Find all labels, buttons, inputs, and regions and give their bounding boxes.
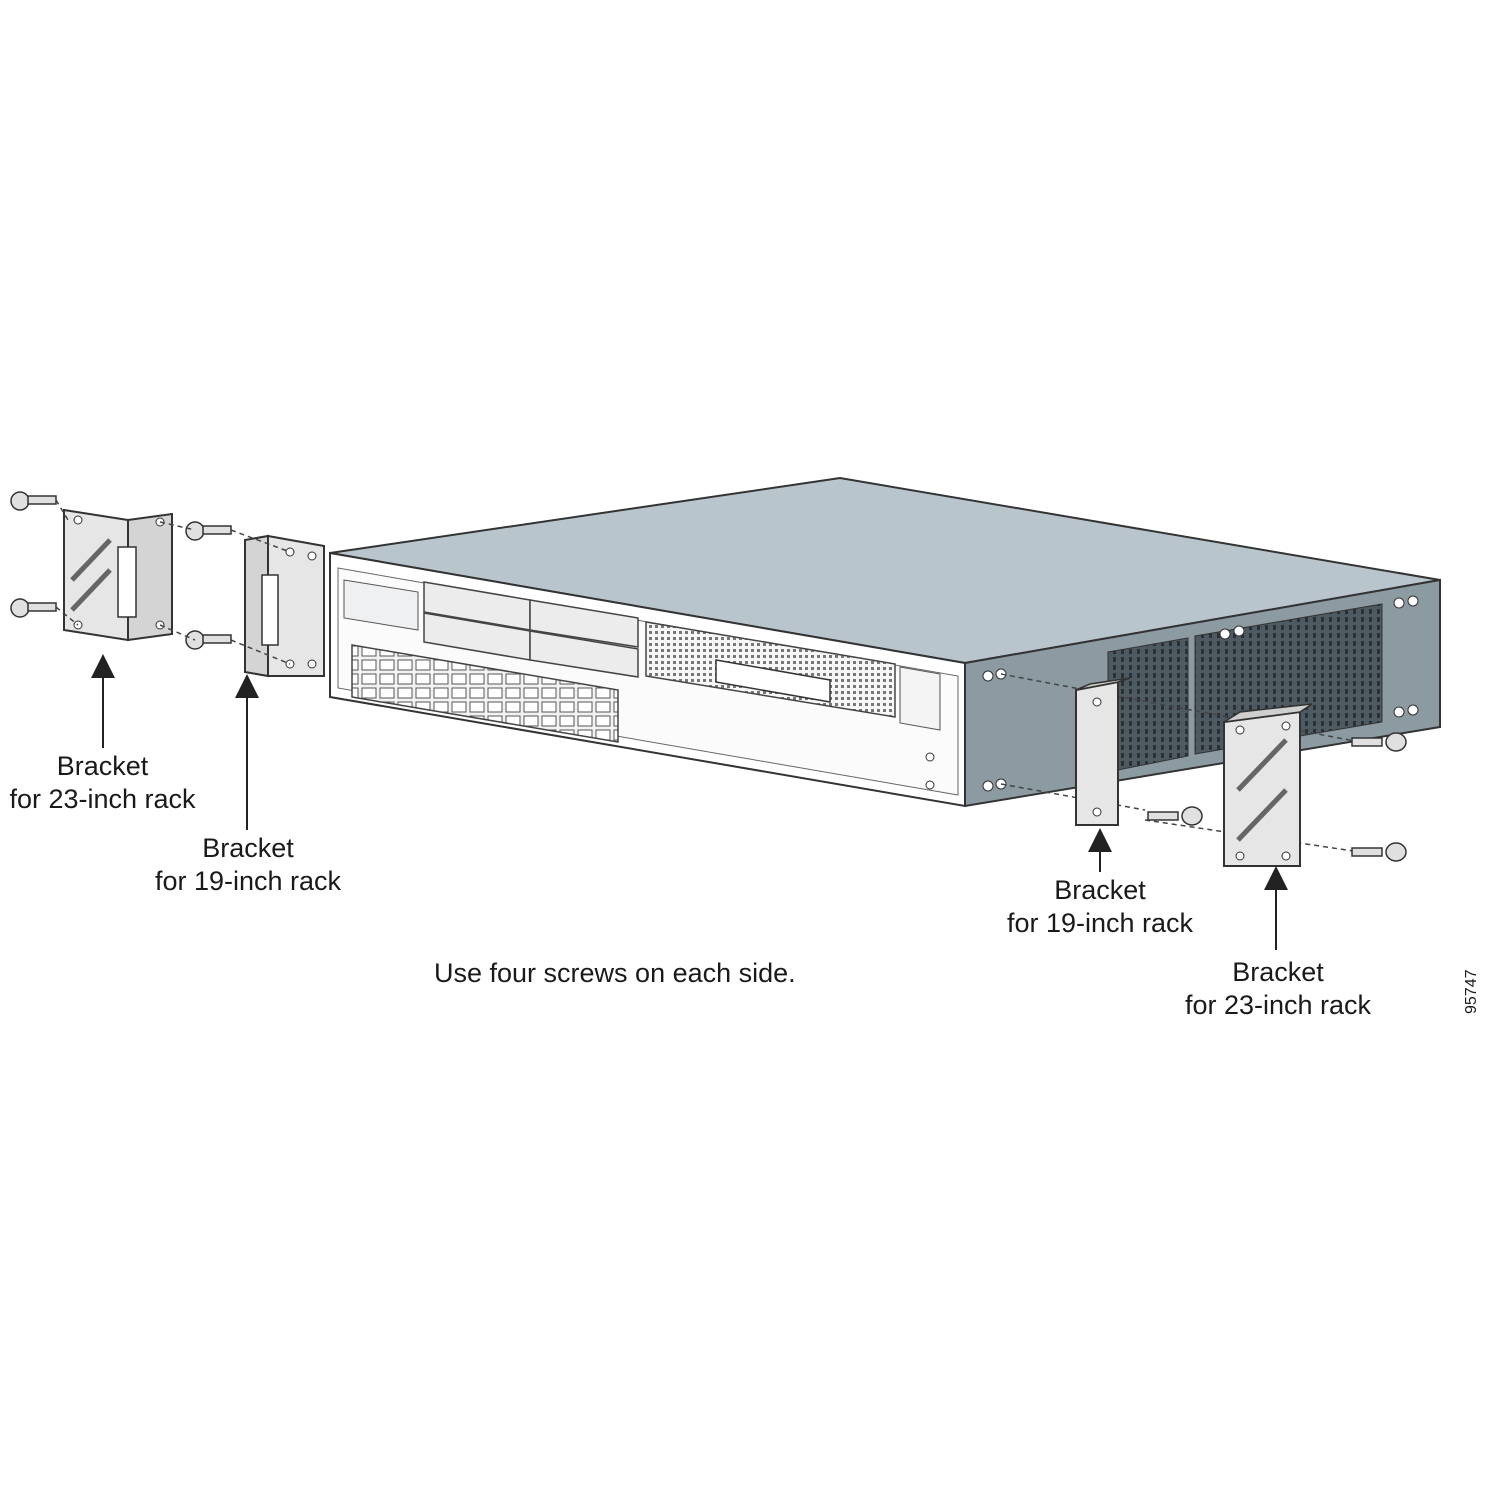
label-right-19-inch-bracket: Bracket for 19-inch rack (990, 874, 1210, 940)
left-screws (10, 491, 232, 650)
label-line-2: for 19-inch rack (154, 866, 342, 896)
side-vent-left (1107, 637, 1189, 773)
label-line-2: for 23-inch rack (1184, 990, 1372, 1020)
figure-number: 95747 (1463, 969, 1480, 1015)
label-right-23-inch-bracket: Bracket for 23-inch rack (1168, 956, 1388, 1022)
label-line-2: for 23-inch rack (9, 784, 196, 814)
blank-panel (899, 666, 941, 731)
right-bracket-19-inch (1075, 677, 1131, 826)
cisco-logo-area (343, 579, 419, 631)
label-line-1: Bracket (202, 833, 294, 863)
front-screw-upper (925, 752, 935, 762)
screw-instruction-note: Use four screws on each side. (434, 958, 796, 988)
left-bracket-19-inch (244, 534, 325, 678)
label-line-2: for 19-inch rack (1006, 908, 1194, 938)
label-left-19-inch-bracket: Bracket for 19-inch rack (138, 832, 358, 898)
serial-connector (715, 659, 831, 703)
label-line-1: Bracket (56, 751, 149, 781)
right-bracket-23-inch (1223, 703, 1313, 867)
front-screw-lower (925, 780, 935, 790)
right-screws (1147, 732, 1407, 862)
module-slot-4 (529, 630, 639, 678)
left-dashed-guides (55, 499, 291, 665)
ethernet-port-block (351, 644, 619, 743)
label-line-1: Bracket (1232, 957, 1324, 987)
label-line-1: Bracket (1054, 875, 1146, 905)
router-chassis (329, 476, 1441, 808)
left-bracket-23-inch (63, 508, 173, 642)
callout-arrows (91, 654, 1288, 950)
module-slot-3 (529, 599, 639, 648)
label-left-23-inch-bracket: Bracket for 23-inch rack (0, 750, 210, 816)
